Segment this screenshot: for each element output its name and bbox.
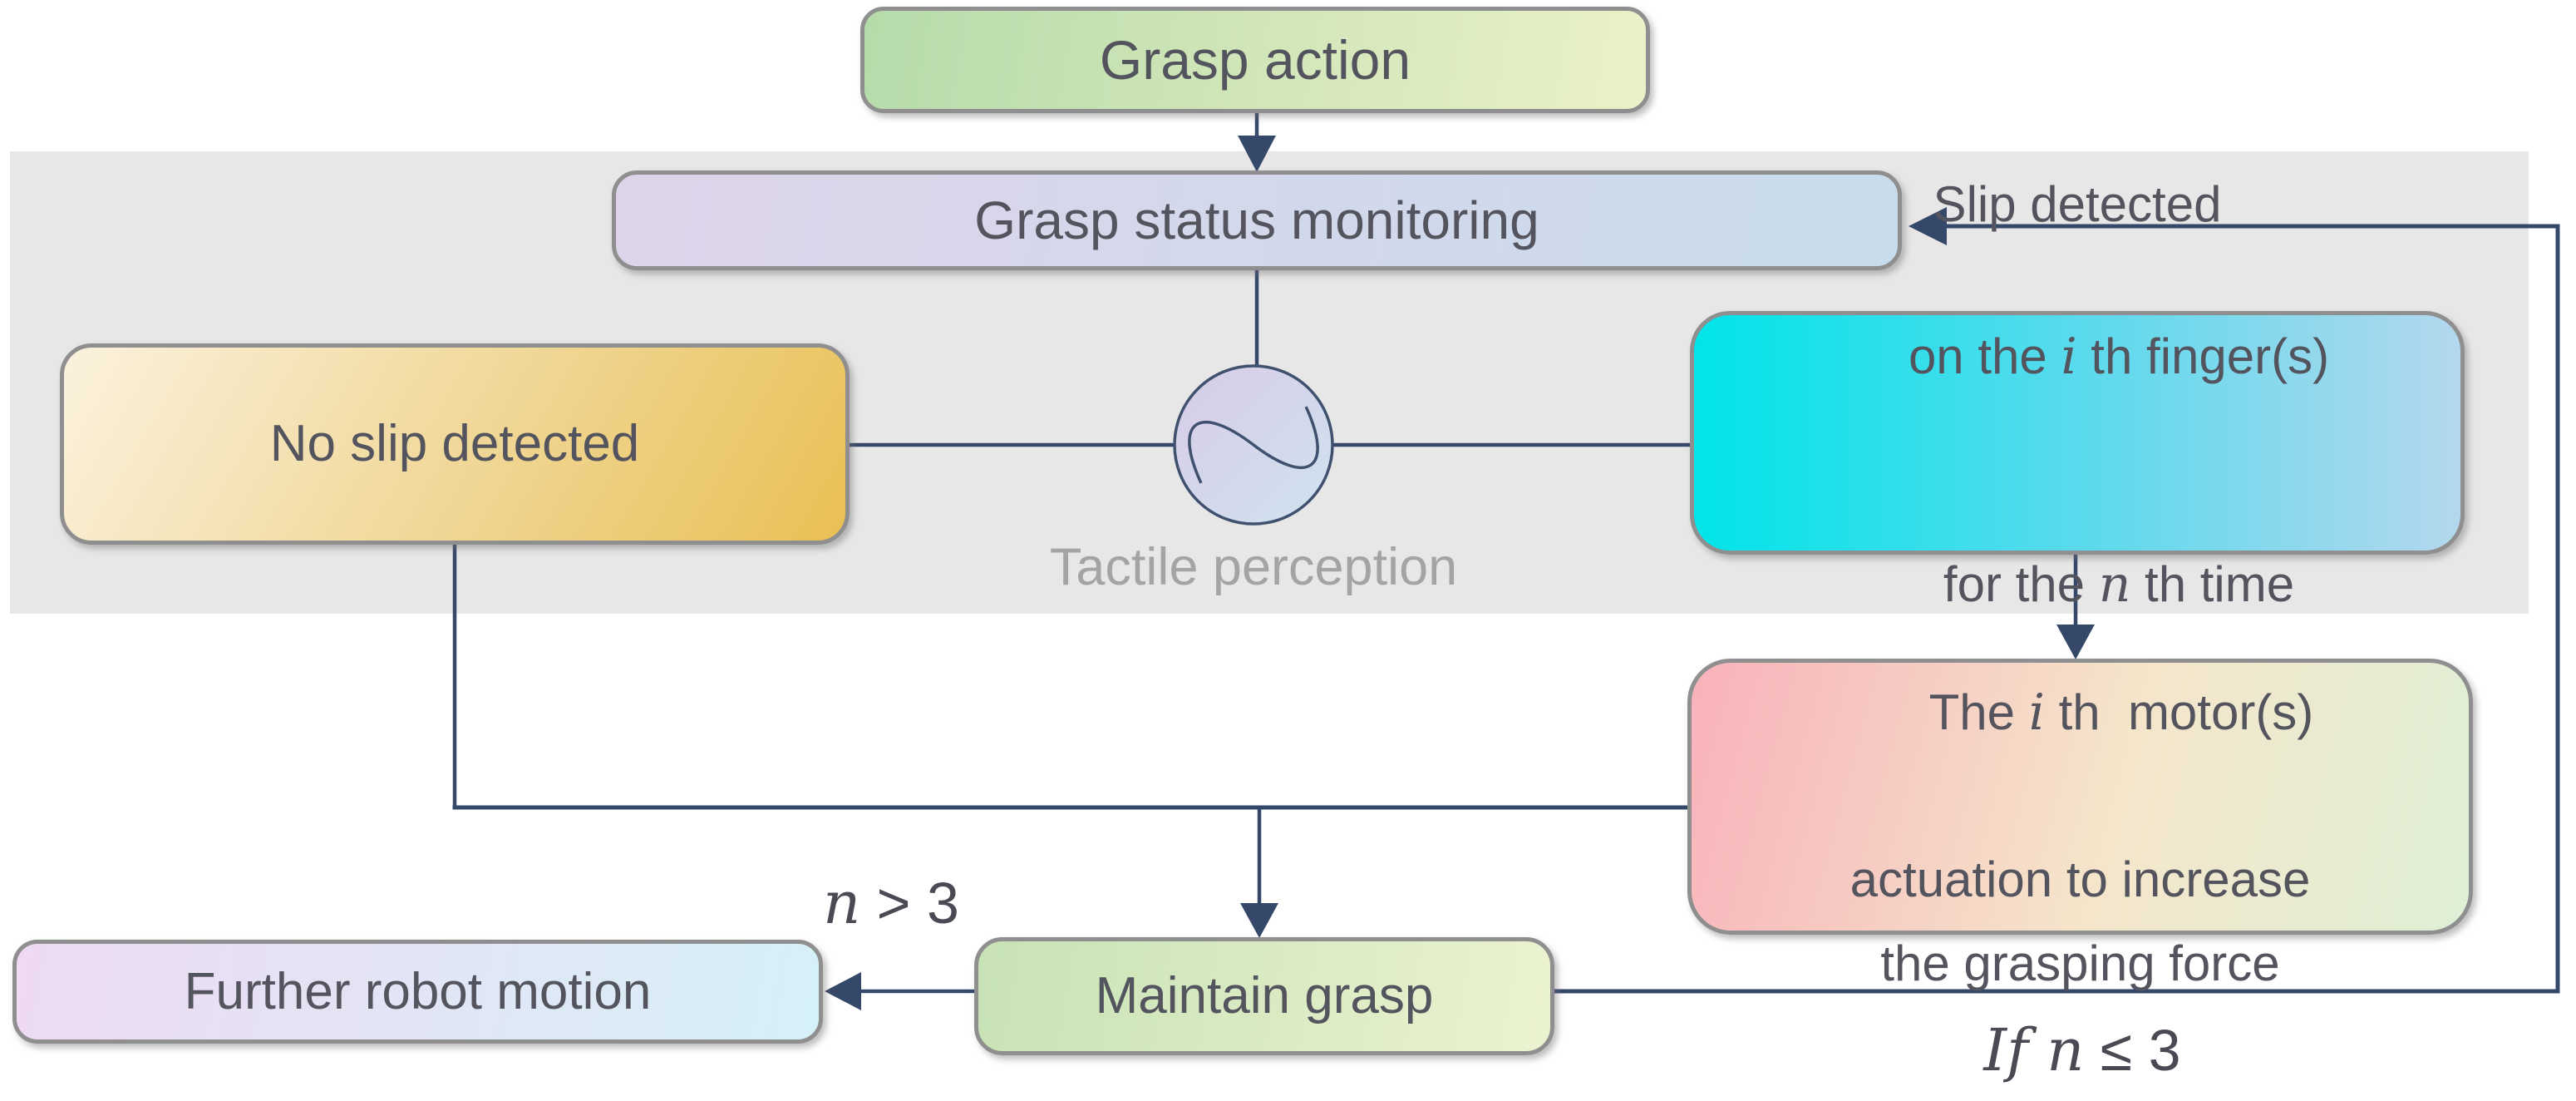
node-label: Grasp status monitoring	[974, 190, 1539, 250]
node-slip-detected: Slip detected on the i th finger(s) for …	[1690, 176, 2465, 614]
node-label: Maintain grasp	[1095, 967, 1434, 1025]
node-grasp-status-monitoring: Grasp status monitoring	[612, 170, 1902, 270]
node-grasp-action: Grasp action	[860, 7, 1650, 113]
if-word: If	[1983, 1016, 2047, 1084]
node-label: Further robot motion	[184, 962, 652, 1020]
node-label-line1: Slip detected	[1933, 176, 2222, 233]
node-label-line3: the grasping force	[1880, 936, 2280, 992]
math-var-i: i	[2061, 327, 2077, 386]
node-label-line1: The i th motor(s)	[1928, 683, 2314, 742]
node-label-line2: on the i th finger(s)	[1908, 327, 2330, 386]
edge-grasp-to-monitoring	[1238, 113, 1276, 172]
sine-wave-sensor-icon	[1173, 364, 1334, 526]
math-var-n: n	[2047, 1016, 2085, 1084]
node-motor-actuation: The i th motor(s) actuation to increase …	[1687, 659, 2473, 991]
edge-maintain-to-further	[825, 972, 974, 1010]
edge-feedback-loop	[1554, 207, 2560, 994]
edge-noslip-to-maintain	[452, 545, 1689, 938]
tactile-perception-label: Tactile perception	[1049, 538, 1458, 596]
node-label: Grasp action	[1099, 28, 1411, 91]
edge-label-n-greater-3: n > 3	[823, 869, 959, 937]
node-no-slip-detected: No slip detected	[60, 343, 850, 545]
node-further-robot-motion: Further robot motion	[12, 940, 823, 1044]
node-label-line2: actuation to increase	[1849, 852, 2311, 908]
edge-label-if-n-le-3: If n ≤ 3	[1983, 1016, 2181, 1084]
node-label-line3: for the n th time	[1943, 555, 2295, 615]
math-var-n: n	[823, 869, 861, 937]
node-maintain-grasp: Maintain grasp	[974, 937, 1554, 1055]
math-var-i: i	[2028, 683, 2045, 742]
edge-slip-to-motor	[2056, 555, 2095, 659]
node-label: No slip detected	[269, 415, 640, 473]
math-var-n: n	[2098, 555, 2131, 615]
